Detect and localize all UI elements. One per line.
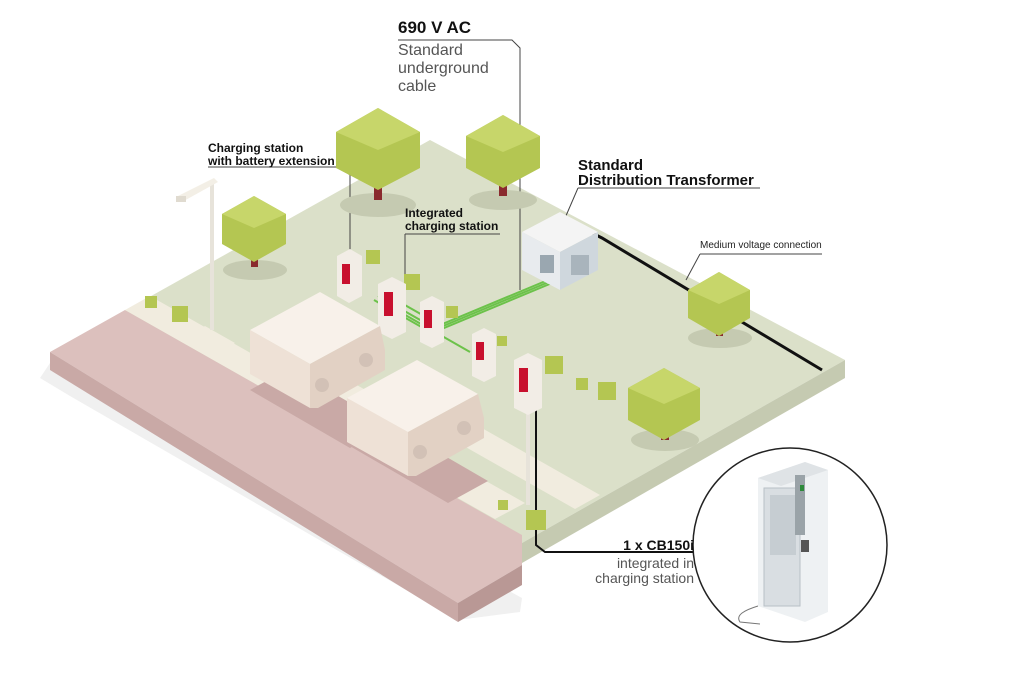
van-icon (347, 360, 484, 476)
charging-station-icon (472, 328, 496, 382)
charging-station-icon (378, 277, 406, 339)
voltage-subtitle: Standard underground cable (398, 42, 489, 95)
asphalt-area (50, 310, 522, 622)
cb-subtitle: integrated in charging station (595, 555, 694, 586)
tree-icon (628, 368, 700, 451)
van-icon (250, 292, 385, 408)
integrated-charging-station-label: Integrated charging station (405, 206, 499, 233)
tree-icon (222, 196, 287, 280)
transformer-label: Standard Distribution Transformer (578, 157, 754, 189)
cb-cable (535, 402, 694, 553)
cb-title: 1 x CB150i (623, 537, 694, 553)
street-lamp-icon (176, 178, 218, 330)
tree-icon (336, 108, 420, 217)
charging-station-icon (420, 296, 444, 348)
lamp-post (526, 380, 530, 505)
medium-voltage-label: Medium voltage connection (700, 240, 822, 251)
charging-station-battery-label: Charging station with battery extension (208, 141, 335, 168)
voltage-title: 690 V AC (398, 18, 472, 37)
transformer-icon (522, 212, 598, 290)
charging-station-icon (514, 353, 542, 415)
tree-icon (688, 272, 752, 348)
tree-icon (466, 115, 540, 210)
cabinet-icon (692, 447, 888, 643)
bush-icon (145, 250, 616, 530)
charging-station-icon (337, 249, 362, 303)
